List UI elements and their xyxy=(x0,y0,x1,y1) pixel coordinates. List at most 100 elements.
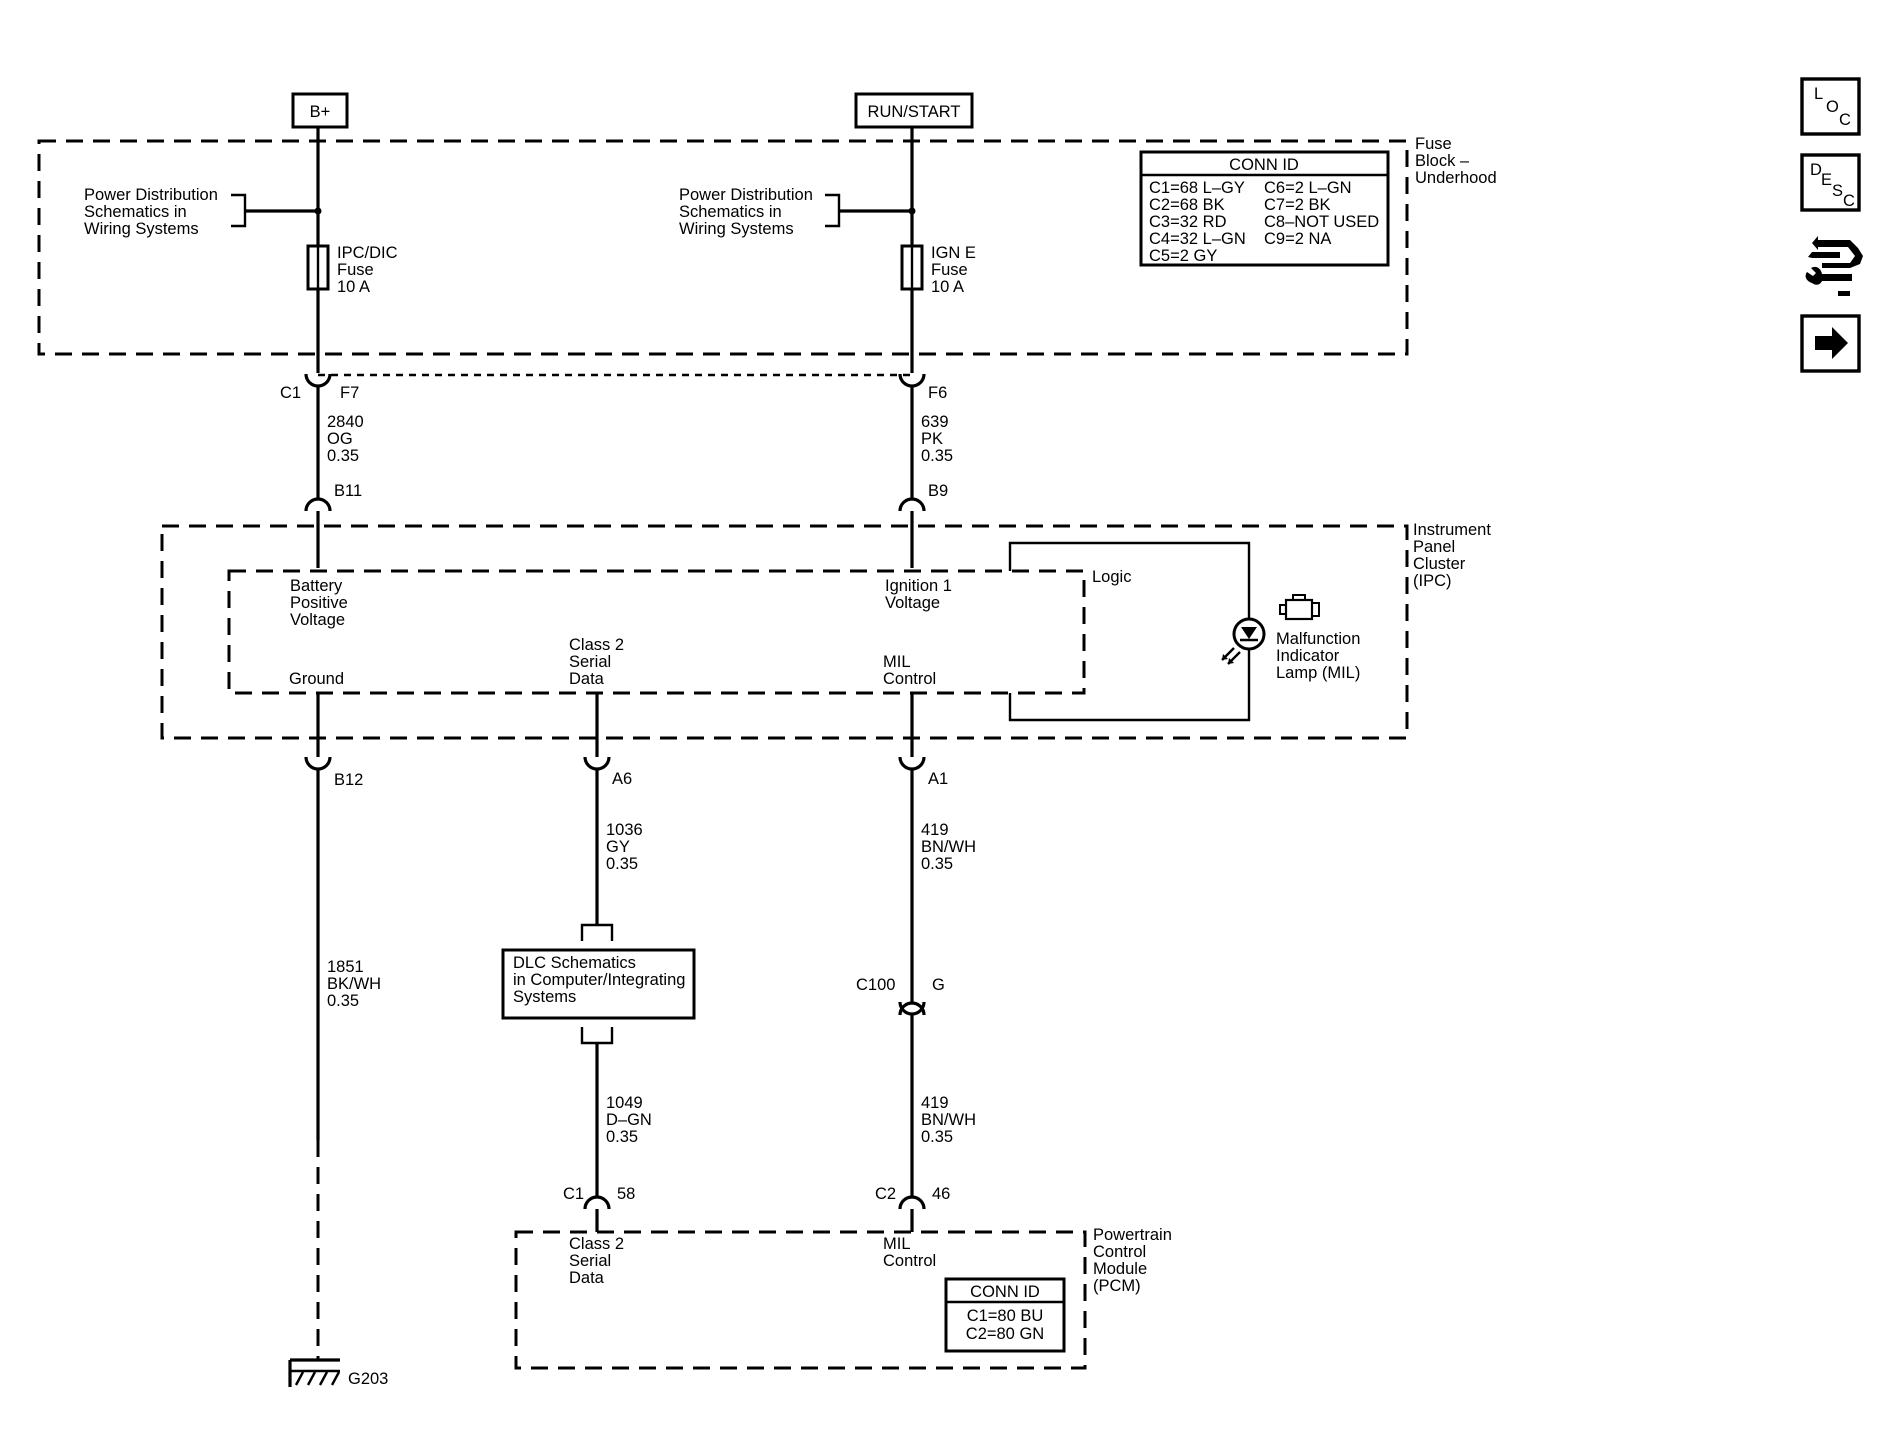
svg-text:E: E xyxy=(1821,171,1832,189)
mil-circuit: Malfunction Indicator Lamp (MIL) xyxy=(1008,541,1360,722)
svg-text:BK/WH: BK/WH xyxy=(327,975,381,993)
svg-text:L: L xyxy=(1814,85,1823,103)
b9-terminal xyxy=(898,497,926,512)
pcm-pin-46-label: 46 xyxy=(932,1185,950,1203)
connector-service-icon[interactable] xyxy=(1805,236,1863,296)
svg-text:Voltage: Voltage xyxy=(290,611,345,629)
svg-text:0.35: 0.35 xyxy=(606,1128,638,1146)
svg-text:Ignition 1: Ignition 1 xyxy=(885,577,952,595)
ipc-ignition-voltage: Ignition 1 Voltage xyxy=(885,577,952,612)
svg-text:Wiring Systems: Wiring Systems xyxy=(84,220,199,238)
wire-2840-label: 2840 OG 0.35 xyxy=(327,413,364,465)
svg-text:Instrument: Instrument xyxy=(1413,521,1491,539)
pcm-mil-control: MIL Control xyxy=(883,1235,936,1270)
c100-pin-g-label: G xyxy=(932,976,945,994)
svg-text:Fuse: Fuse xyxy=(931,261,968,279)
svg-text:Class 2: Class 2 xyxy=(569,1235,624,1253)
svg-text:O: O xyxy=(1826,98,1839,116)
svg-text:Malfunction: Malfunction xyxy=(1276,630,1360,648)
svg-text:Control: Control xyxy=(883,1252,936,1270)
svg-text:Schematics in: Schematics in xyxy=(84,203,187,221)
svg-text:Serial: Serial xyxy=(569,653,611,671)
svg-text:MIL: MIL xyxy=(883,1235,911,1253)
pcm-title: Powertrain Control Module (PCM) xyxy=(1093,1226,1172,1295)
ipc-logic-label: Logic xyxy=(1092,568,1131,586)
svg-text:Serial: Serial xyxy=(569,1252,611,1270)
svg-text:BN/WH: BN/WH xyxy=(921,838,976,856)
svg-text:Underhood: Underhood xyxy=(1415,169,1497,187)
svg-text:Data: Data xyxy=(569,1269,605,1287)
c1-label: C1 xyxy=(280,384,301,402)
dlc-schematics-ref[interactable]: DLC Schematics in Computer/Integrating S… xyxy=(501,948,696,1020)
b11-label: B11 xyxy=(334,482,362,500)
ipc-dic-fuse: IPC/DIC Fuse 10 A xyxy=(306,244,398,296)
svg-text:Powertrain: Powertrain xyxy=(1093,1226,1172,1244)
svg-text:C7=2 BK: C7=2 BK xyxy=(1264,196,1331,214)
ipc-mil-control: MIL Control xyxy=(883,653,936,688)
svg-text:Systems: Systems xyxy=(513,988,576,1006)
svg-text:Voltage: Voltage xyxy=(885,594,940,612)
location-button[interactable]: L O C xyxy=(1800,77,1861,136)
svg-text:C8–NOT USED: C8–NOT USED xyxy=(1264,213,1379,231)
svg-text:0.35: 0.35 xyxy=(606,855,638,873)
pcm-pin-58-terminal xyxy=(583,1195,611,1210)
svg-text:639: 639 xyxy=(921,413,949,431)
svg-text:10 A: 10 A xyxy=(931,278,964,296)
c100-terminal-bottom xyxy=(898,1001,926,1016)
svg-text:D–GN: D–GN xyxy=(606,1111,652,1129)
svg-text:Fuse: Fuse xyxy=(1415,135,1452,153)
pcm-conn-id-table: CONN ID C1=80 BU C2=80 GN xyxy=(944,1277,1066,1353)
svg-text:419: 419 xyxy=(921,1094,949,1112)
svg-text:S: S xyxy=(1832,182,1843,200)
svg-text:Data: Data xyxy=(569,670,605,688)
fuse-block-outline xyxy=(37,139,1409,356)
svg-text:Cluster: Cluster xyxy=(1413,555,1466,573)
ipc-title: Instrument Panel Cluster (IPC) xyxy=(1413,521,1491,590)
svg-text:IGN E: IGN E xyxy=(931,244,976,262)
a1-terminal xyxy=(898,756,926,771)
svg-text:Module: Module xyxy=(1093,1260,1147,1278)
svg-text:C3=32 RD: C3=32 RD xyxy=(1149,213,1227,231)
svg-text:BN/WH: BN/WH xyxy=(921,1111,976,1129)
svg-text:in Computer/Integrating: in Computer/Integrating xyxy=(513,971,685,989)
wire-1049-label: 1049 D–GN 0.35 xyxy=(606,1094,652,1146)
pcm-c2-label: C2 xyxy=(875,1185,896,1203)
svg-text:PK: PK xyxy=(921,430,943,448)
a1-label: A1 xyxy=(928,770,948,788)
svg-text:(PCM): (PCM) xyxy=(1093,1277,1141,1295)
pcm-pin-58-label: 58 xyxy=(617,1185,635,1203)
svg-text:0.35: 0.35 xyxy=(921,1128,953,1146)
svg-text:MIL: MIL xyxy=(883,653,911,671)
svg-text:Power Distribution: Power Distribution xyxy=(84,186,218,204)
svg-text:Indicator: Indicator xyxy=(1276,647,1340,665)
ipc-battery-positive-voltage: Battery Positive Voltage xyxy=(290,577,348,629)
a6-terminal xyxy=(583,756,611,771)
description-button[interactable]: D E S C xyxy=(1800,153,1861,212)
wire-419-upper-label: 419 BN/WH 0.35 xyxy=(921,821,976,873)
b11-terminal xyxy=(304,497,332,512)
fuse-block-title: Fuse Block – Underhood xyxy=(1415,135,1497,187)
ipc-class2-serial-data: Class 2 Serial Data xyxy=(569,636,624,688)
svg-text:C1=68 L–GY: C1=68 L–GY xyxy=(1149,179,1245,197)
svg-text:10 A: 10 A xyxy=(337,278,370,296)
runstart-source: RUN/START xyxy=(854,92,974,129)
b12-terminal xyxy=(304,756,332,771)
svg-text:C: C xyxy=(1839,111,1851,129)
pcm-outline xyxy=(514,1230,1087,1370)
ground-g203-label: G203 xyxy=(348,1370,388,1388)
next-page-button[interactable] xyxy=(1800,314,1861,373)
svg-text:Class 2: Class 2 xyxy=(569,636,624,654)
power-distribution-ref-right[interactable]: Power Distribution Schematics in Wiring … xyxy=(679,186,916,238)
svg-text:Control: Control xyxy=(883,670,936,688)
svg-text:C1=80 BU: C1=80 BU xyxy=(967,1307,1044,1325)
bplus-source: B+ xyxy=(291,92,349,129)
power-distribution-ref-left[interactable]: Power Distribution Schematics in Wiring … xyxy=(84,186,322,238)
svg-text:Wiring Systems: Wiring Systems xyxy=(679,220,794,238)
svg-text:Battery: Battery xyxy=(290,577,343,595)
fuse-block-conn-id-table: CONN ID C1=68 L–GY C2=68 BK C3=32 RD C4=… xyxy=(1139,150,1390,267)
c100-label: C100 xyxy=(856,976,895,994)
svg-text:(IPC): (IPC) xyxy=(1413,572,1452,590)
a6-label: A6 xyxy=(612,770,632,788)
engine-icon xyxy=(1279,594,1320,621)
svg-text:Control: Control xyxy=(1093,1243,1146,1261)
